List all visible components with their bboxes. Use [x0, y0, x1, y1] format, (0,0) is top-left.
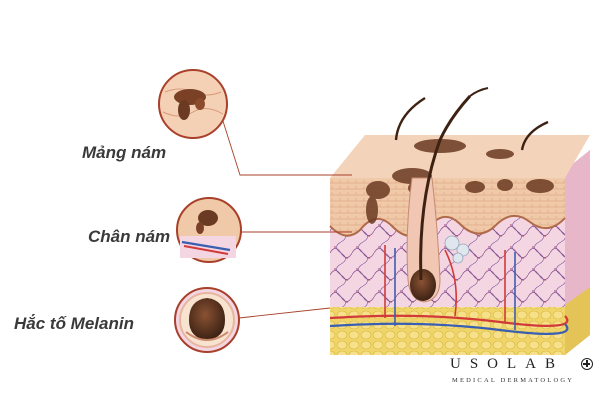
skin-block-top-face — [330, 135, 590, 178]
fat-layer — [330, 307, 565, 355]
callout-circle-chan-nam — [176, 197, 242, 263]
hair-strand — [520, 120, 549, 151]
brand-name: USOLAB — [450, 356, 565, 372]
sebaceous-gland — [444, 235, 470, 264]
callout-circle-hac-to — [174, 287, 240, 353]
callout-label-mang-nam: Mảng nám — [82, 143, 167, 162]
callout-circle-mang-nam — [158, 69, 228, 139]
leader-line-hac-to — [238, 307, 331, 319]
leader-line-mang-nam — [221, 117, 352, 176]
brand-logo: USOLAB MEDICAL DERMATOLOGY — [450, 356, 595, 396]
hair-bulb — [410, 269, 436, 301]
brand-tagline: MEDICAL DERMATOLOGY — [452, 377, 575, 384]
fat-side-face — [565, 287, 590, 355]
skin-block — [329, 87, 590, 355]
plus-circle-icon — [581, 358, 593, 370]
vein — [329, 322, 569, 335]
vessel-branch-artery — [384, 245, 506, 322]
hair-strand — [394, 96, 426, 141]
leader-lines — [221, 117, 352, 319]
hair-shaft — [419, 94, 472, 281]
basal-layer-line — [329, 215, 566, 237]
artery — [329, 314, 569, 327]
callout-label-hac-to: Hắc tố Melanin — [14, 314, 134, 333]
vessel-branch-vein — [394, 248, 516, 330]
hair-follicle — [406, 177, 441, 303]
dermis-layer — [330, 215, 565, 307]
hair-strand — [469, 87, 489, 97]
callout-label-chan-nam: Chân nám — [88, 227, 171, 246]
